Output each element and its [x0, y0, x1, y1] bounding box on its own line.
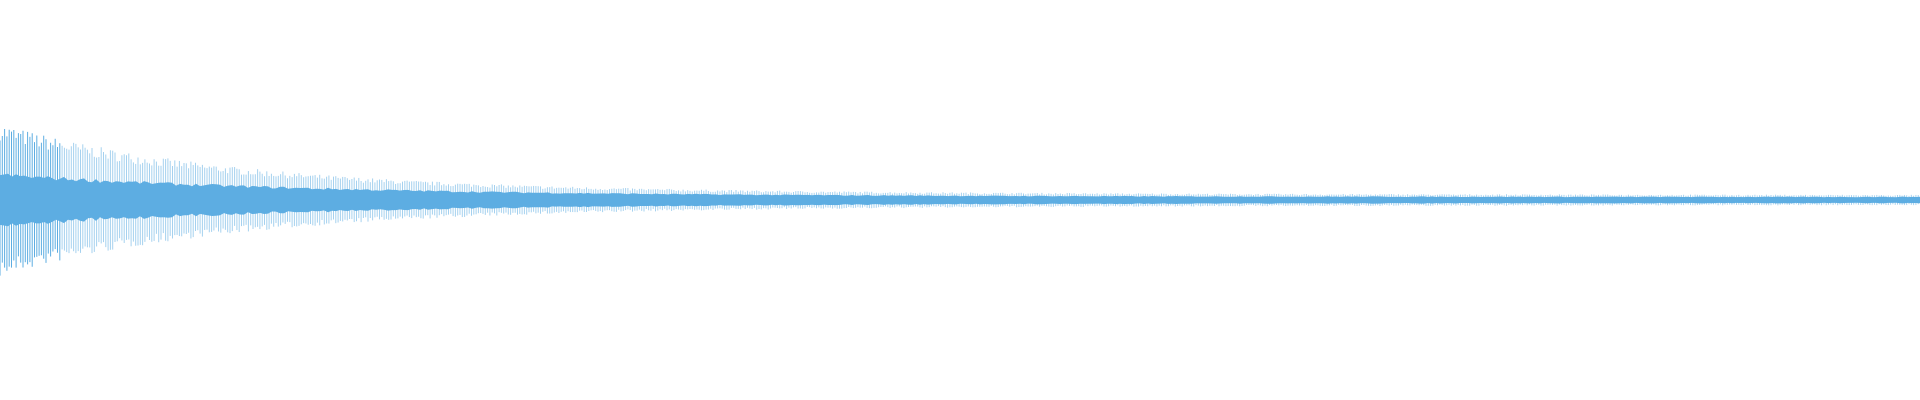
waveform-core-envelope	[0, 173, 1920, 227]
